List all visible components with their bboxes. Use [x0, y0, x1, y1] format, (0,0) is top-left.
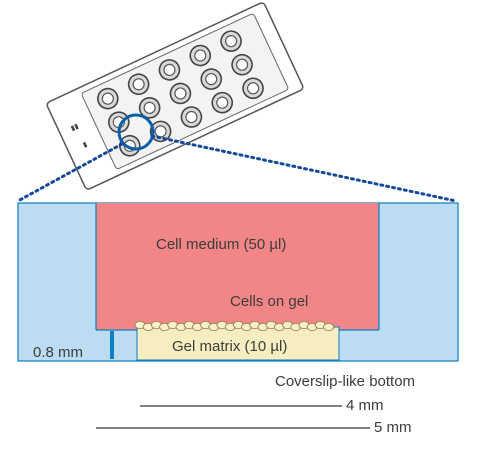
slide-mark-2: ▮: [82, 141, 89, 149]
slide-mark-1: ▮▮: [70, 123, 80, 133]
slide-well-inner: [154, 125, 167, 138]
bottom-label: Coverslip-like bottom: [275, 373, 416, 390]
cells: [134, 320, 335, 331]
slide-well-inner: [174, 87, 187, 100]
zoom-line-left: [16, 142, 124, 203]
slide-well-inner: [163, 63, 176, 77]
outer-width-label: 5 mm: [374, 419, 412, 436]
slide-well-inner: [205, 72, 218, 86]
slide-well-inner: [194, 49, 207, 62]
inner-width-label: 4 mm: [346, 397, 384, 414]
slide-well-inner: [185, 110, 198, 124]
cells-on-gel-label: Cells on gel: [230, 293, 309, 310]
slide: ▮▮ ▮: [46, 2, 304, 190]
magnifier-ring: [117, 113, 155, 151]
well-depth-label: 0.8 mm: [33, 344, 84, 361]
slide-well-inner: [216, 96, 229, 109]
gel-matrix-label: Gel matrix (10 µl): [172, 338, 288, 355]
cell-medium: [96, 203, 379, 330]
cell-medium-label: Cell medium (50 µl): [156, 236, 287, 253]
well-cross-section: [17, 202, 459, 362]
zoom-line-right: [150, 134, 458, 203]
cell: [323, 322, 335, 331]
slide-well-inner: [143, 101, 156, 114]
slide-well-inner: [235, 58, 249, 71]
slide-well-inner: [132, 78, 145, 91]
slide-well-inner: [101, 92, 114, 105]
slide-well-inner: [224, 35, 238, 48]
well-grid: [97, 30, 264, 157]
slide-well-inner: [246, 82, 260, 95]
slide-well-area: [81, 13, 289, 170]
